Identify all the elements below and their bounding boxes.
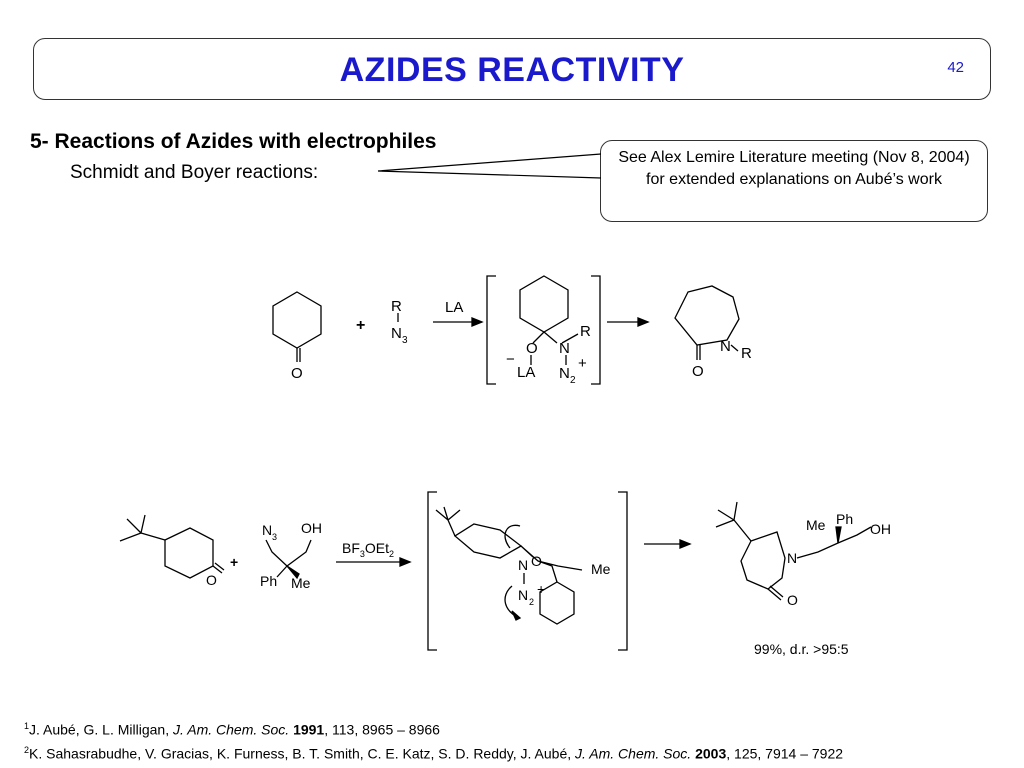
section-subheading: Schmidt and Boyer reactions:	[70, 162, 319, 183]
page-title: AZIDES REACTIVITY	[339, 51, 685, 89]
svg-text:3: 3	[272, 532, 277, 542]
reference-1: 1J. Aubé, G. L. Milligan, J. Am. Chem. S…	[24, 721, 440, 738]
svg-text:O: O	[526, 340, 538, 357]
svg-text:Me: Me	[806, 517, 826, 533]
phenyl-ring	[539, 581, 575, 625]
svg-text:O: O	[787, 592, 798, 608]
svg-text:OH: OH	[301, 520, 322, 536]
svg-text:N: N	[559, 365, 570, 382]
svg-text:Ph: Ph	[260, 573, 277, 589]
svg-text:Ph: Ph	[836, 511, 853, 527]
page-number: 42	[947, 59, 964, 76]
bracket-right-1	[591, 275, 601, 385]
svg-text:N: N	[518, 587, 528, 603]
svg-text:N: N	[518, 557, 528, 573]
section-heading: 5- Reactions of Azides with electrophile…	[30, 130, 437, 153]
svg-text:2: 2	[570, 375, 576, 386]
svg-text:N: N	[787, 550, 797, 566]
tbu-group	[119, 514, 166, 542]
svg-text:N: N	[262, 522, 272, 538]
plus-sign-1: +	[356, 317, 365, 334]
ketone-o-label: O	[291, 365, 303, 382]
carbonyl-bond	[296, 348, 301, 362]
azide-n-label: N	[391, 325, 402, 342]
svg-text:R: R	[580, 323, 591, 340]
svg-text:Me: Me	[591, 561, 611, 577]
tbu-cyclohexanone-ring	[164, 527, 214, 579]
bracket-left-1	[486, 275, 496, 385]
callout-pointer	[377, 153, 602, 179]
azide-r-label: R	[391, 298, 402, 315]
intermediate-2-ring	[453, 523, 523, 559]
reference-2: 2K. Sahasrabudhe, V. Gracias, K. Furness…	[24, 744, 844, 762]
intermediate-ring	[519, 275, 569, 333]
svg-text:−: −	[506, 351, 515, 368]
svg-text:LA: LA	[517, 364, 535, 381]
cyclohexanone-ring	[272, 291, 322, 349]
product-ring	[740, 531, 786, 590]
svg-text:O: O	[692, 363, 704, 380]
reagent-la: LA	[445, 299, 463, 316]
yield-label: 99%, d.r. >95:5	[754, 641, 849, 657]
reagent-bf3: BF3OEt2	[342, 540, 394, 559]
azepanone-ring	[674, 285, 740, 346]
plus-sign-2: +	[230, 554, 238, 570]
svg-text:O: O	[206, 572, 217, 588]
references: 1J. Aubé, G. L. Milligan, J. Am. Chem. S…	[24, 716, 843, 763]
svg-text:+: +	[578, 355, 587, 372]
svg-text:+: +	[537, 581, 545, 597]
title-box: AZIDES REACTIVITY 42	[33, 38, 991, 100]
svg-text:Me: Me	[291, 575, 311, 591]
svg-text:3: 3	[402, 335, 408, 346]
svg-text:N: N	[720, 338, 731, 355]
svg-text:N: N	[559, 340, 570, 357]
svg-text:OH: OH	[870, 521, 891, 537]
svg-text:R: R	[741, 345, 752, 362]
bracket-left-2	[427, 491, 437, 651]
svg-text:O: O	[531, 553, 542, 569]
svg-text:2: 2	[529, 597, 534, 607]
callout-box: See Alex Lemire Literature meeting (Nov …	[600, 140, 988, 222]
bracket-right-2	[618, 491, 628, 651]
